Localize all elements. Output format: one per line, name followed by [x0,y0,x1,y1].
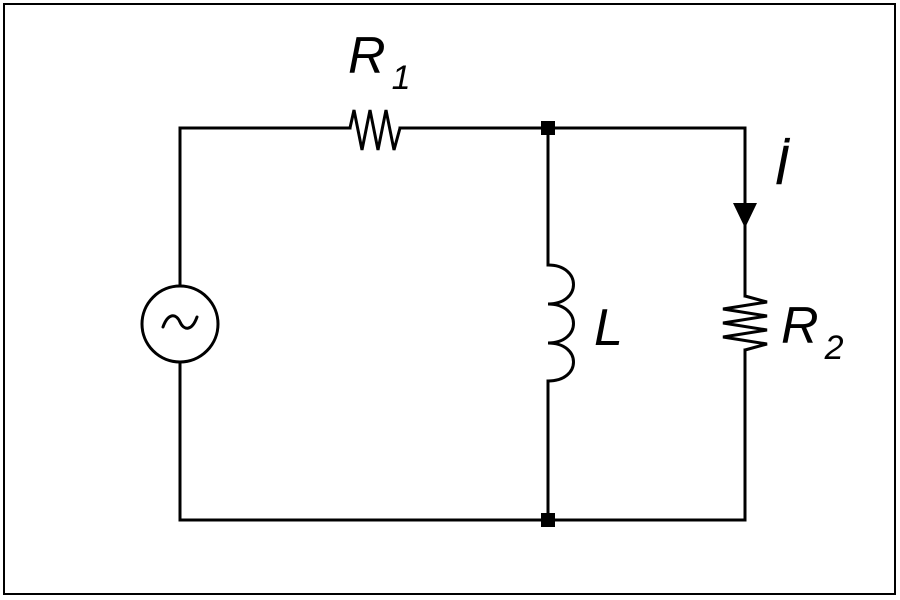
wires [178,126,747,522]
junction-top [541,121,555,135]
diagram-frame [3,3,896,595]
resistor-r1 [348,109,402,151]
label-r2-subscript: 2 [824,329,844,367]
sine-wave-icon [161,314,199,330]
label-l: L [594,299,623,357]
label-current: İ [774,133,791,196]
current-arrow-icon [733,203,757,228]
label-r2-symbol: R [781,297,819,355]
resistor-r2 [722,294,768,352]
inductor-l [547,263,575,383]
label-r1-symbol: R [348,27,386,85]
junction-bottom [541,513,555,527]
ac-source [140,284,220,364]
label-r1-subscript: 1 [392,59,411,97]
ac-source-circle [140,284,220,364]
